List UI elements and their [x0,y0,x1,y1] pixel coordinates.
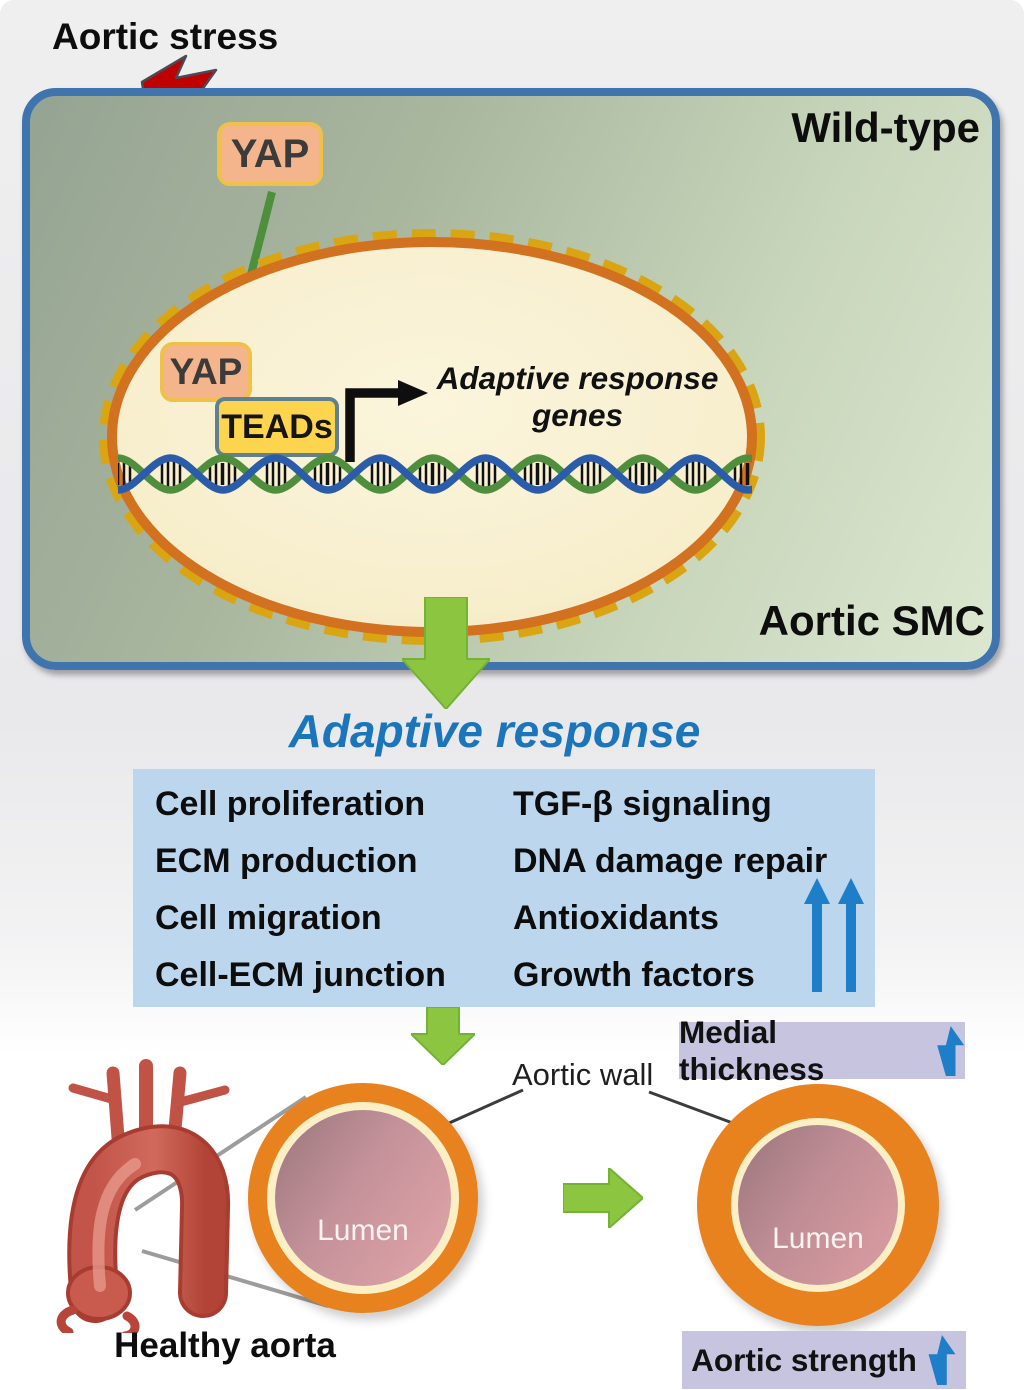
genotype-label: Wild-type [791,104,980,151]
list-item: Cell-ECM junction [155,956,446,994]
list-item: ECM production [155,842,418,880]
aortic-strength-badge: Aortic strength [682,1331,966,1389]
teads-badge: TEADs [215,397,339,457]
dna-helix [118,447,752,501]
healthy-aorta-cross-section: Lumen [248,1083,478,1313]
yap-nucleus-label: YAP [169,351,243,392]
medial-thickness-label: Medial thickness [679,1013,825,1087]
lumen-label: Lumen [772,1221,864,1255]
list-item: Cell proliferation [155,785,426,823]
nuclear-membrane-dashes [99,229,765,645]
lumen [275,1110,451,1286]
healthy-aorta-label: Healthy aorta [114,1326,336,1365]
teads-label: TEADs [221,407,333,446]
list-item: TGF-β signaling [513,785,772,823]
down-arrow-icon [411,1007,475,1065]
aortic-stress-label: Aortic stress [52,16,279,57]
double-up-arrow-icon [804,878,864,992]
cell-type-label: Aortic SMC [758,597,985,644]
list-item: Cell migration [155,899,382,937]
down-arrow-icon [402,597,490,709]
right-arrow-icon [563,1168,643,1228]
adaptive-response-title: Adaptive response [288,705,701,757]
up-arrow-icon [928,1335,956,1385]
transcription-arrow-icon [345,380,428,462]
adaptive-response-list: Cell proliferation TGF-β signaling ECM p… [133,769,875,1007]
aorta-illustration [56,1059,231,1333]
lumen-label: Lumen [317,1214,409,1248]
list-item: Antioxidants [513,899,719,937]
list-item: DNA damage repair [513,842,828,880]
yap-nucleus-badge: YAP [160,342,252,402]
lumen [738,1125,898,1285]
list-item: Growth factors [513,956,755,994]
yap-cytoplasm-badge: YAP [217,122,323,186]
adaptive-response-genes-label: Adaptive response genes [436,360,719,433]
medial-thickness-badge: Medial thickness [679,1014,965,1087]
up-arrow-icon [936,1025,964,1076]
aortic-wall-label: Aortic wall [512,1057,654,1092]
aortic-strength-label: Aortic strength [691,1341,917,1378]
adapted-aorta-cross-section: Lumen [697,1084,939,1326]
yap-cytoplasm-label: YAP [230,131,310,176]
